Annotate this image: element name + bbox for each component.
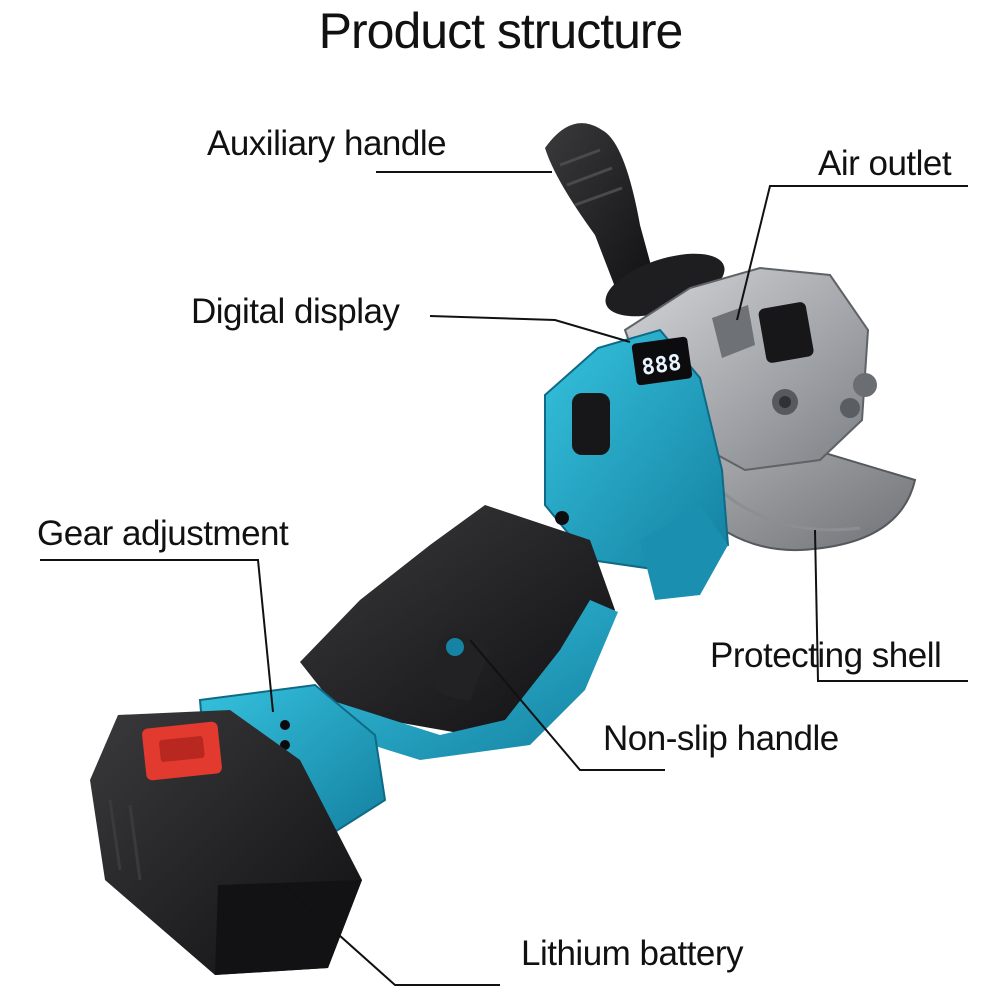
leader-gear-adjustment (40, 559, 274, 713)
motor-housing-shape (544, 328, 730, 600)
leader-digital-display (429, 315, 631, 343)
leader-non-slip-handle (469, 639, 665, 771)
label-protecting-shell: Protecting shell (710, 636, 942, 675)
lithium-battery-shape (90, 710, 362, 975)
leader-air-outlet (736, 185, 968, 321)
page-title: Product structure (318, 3, 684, 59)
display-readout: 888 (640, 350, 683, 380)
label-non-slip-handle: Non-slip handle (603, 719, 839, 758)
leader-lithium-battery (282, 884, 500, 986)
leader-lines (40, 171, 968, 986)
non-slip-handle-shape (300, 505, 618, 760)
auxiliary-handle-shape (545, 123, 725, 317)
digital-display-panel: 888 (631, 336, 693, 386)
label-lithium-battery: Lithium battery (521, 934, 744, 973)
label-gear-adjustment: Gear adjustment (37, 514, 289, 553)
label-digital-display: Digital display (191, 292, 400, 331)
label-air-outlet: Air outlet (818, 144, 952, 183)
leader-protecting-shell (814, 529, 968, 682)
label-auxiliary-handle: Auxiliary handle (207, 124, 447, 163)
